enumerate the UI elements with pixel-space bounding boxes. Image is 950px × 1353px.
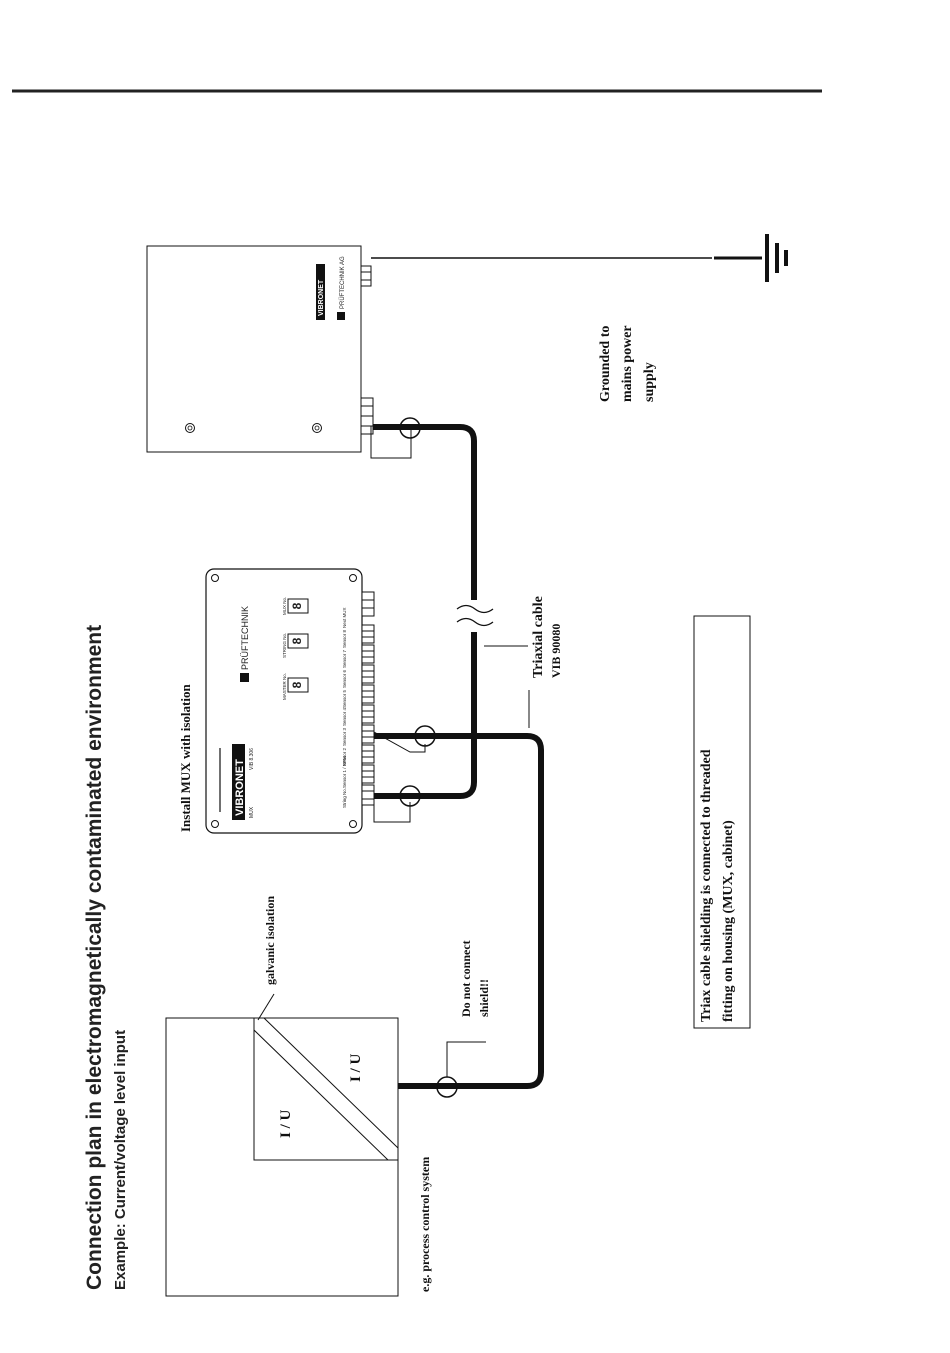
mux-display-master: 8 bbox=[287, 677, 309, 693]
iu-input-label: I / U bbox=[278, 1109, 294, 1138]
triaxial-cable-part: VIB 90080 bbox=[549, 624, 563, 678]
cabinet-brand: VIBRONET bbox=[318, 279, 325, 316]
mux-shield-ring-bottom bbox=[399, 785, 421, 807]
signal-cable bbox=[374, 733, 544, 1089]
process-control-system: I / U I / U bbox=[165, 1017, 399, 1297]
port-label-sensor6: Sensor 6 bbox=[342, 669, 347, 688]
cabinet-maker: PRÜFTECHNIK AG bbox=[339, 256, 346, 309]
shielding-note: Triax cable shielding is connected to th… bbox=[693, 615, 751, 1029]
install-mux-label: Install MUX with isolation bbox=[178, 684, 193, 832]
svg-text:8: 8 bbox=[290, 681, 304, 688]
cabinet: VIBRONET PRÜFTECHNIK AG bbox=[146, 245, 374, 453]
mux-sub: MUX bbox=[249, 806, 255, 818]
isolator-box bbox=[253, 1017, 399, 1161]
port-label-sensor7: Sensor 7 bbox=[342, 649, 347, 668]
page-subtitle: Example: Current/voltage level input bbox=[112, 1030, 129, 1290]
port-label-string: String No. bbox=[342, 788, 347, 808]
cabinet-screw-icon bbox=[312, 423, 322, 433]
page-title: Connection plan in electromagnetically c… bbox=[83, 625, 106, 1290]
port-label-sensor5: Sensor 5 bbox=[342, 689, 347, 708]
mux-maker: PRÜFTECHNIK bbox=[240, 606, 250, 670]
port-label-sensor8: Sensor 8 bbox=[342, 629, 347, 648]
galvanic-isolation-label: galvanic isolation bbox=[263, 896, 277, 985]
mux-port-glands bbox=[361, 591, 375, 806]
process-system-label: e.g. process control system bbox=[418, 1157, 432, 1292]
mux-model: VIB 8.306 bbox=[249, 748, 255, 770]
grounded-label-line1: Grounded to bbox=[598, 326, 613, 402]
mux-label-master: MASTER No. bbox=[282, 673, 287, 700]
port-label-next: Next MUX bbox=[342, 607, 347, 628]
triaxial-cable-label: Triaxial cable bbox=[531, 596, 546, 678]
port-label-sensor2: Sensor 2 bbox=[342, 747, 347, 766]
mux-box: VIBRONET MUX VIB 8.306 PRÜFTECHNIK 8 8 8… bbox=[205, 568, 375, 834]
grounded-label-line3: supply bbox=[642, 362, 657, 402]
cabinet-screw-icon bbox=[185, 423, 195, 433]
iu-output-label: I / U bbox=[348, 1053, 364, 1082]
mux-display-mux: 8 bbox=[287, 598, 309, 614]
do-not-connect-line2: shield!! bbox=[477, 979, 491, 1017]
mux-display-string: 8 bbox=[287, 633, 309, 649]
port-label-sensor3: Sensor 3 bbox=[342, 727, 347, 746]
svg-text:8: 8 bbox=[290, 637, 304, 644]
grounded-label-line2: mains power bbox=[620, 325, 635, 402]
port-label-sensor1: Sensor 1 / RPM bbox=[342, 756, 347, 788]
svg-text:8: 8 bbox=[290, 602, 304, 609]
port-label-sensor4: Sensor 4 bbox=[342, 707, 347, 726]
mux-label-string: STRING No. bbox=[282, 633, 287, 658]
note-line1: Triax cable shielding is connected to th… bbox=[699, 749, 714, 1022]
do-not-connect-line1: Do not connect bbox=[459, 940, 473, 1017]
triax-cable-main bbox=[370, 424, 477, 799]
mux-brand: VIBRONET bbox=[234, 759, 246, 816]
mux-label-mux: MUX No. bbox=[282, 597, 287, 615]
ground-icon bbox=[765, 234, 788, 282]
note-line2: fitting on housing (MUX, cabinet) bbox=[721, 820, 736, 1022]
cabinet-gland-top bbox=[360, 265, 372, 287]
